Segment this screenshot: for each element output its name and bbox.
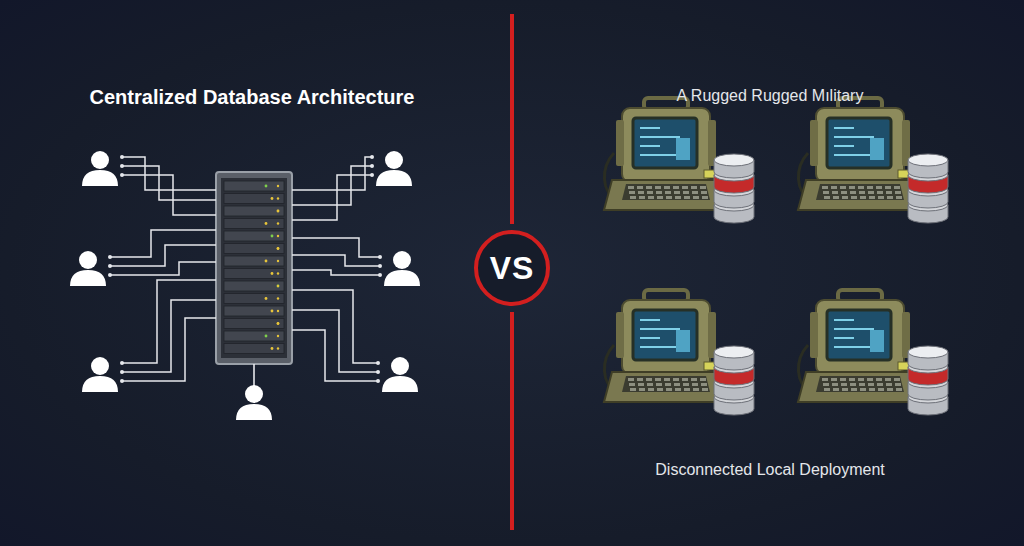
database-icon — [908, 154, 948, 223]
wire — [122, 166, 216, 200]
rugged-computer — [604, 98, 730, 210]
wire — [122, 318, 216, 381]
wire — [292, 330, 378, 381]
wire-end — [376, 379, 380, 383]
vs-badge: VS — [474, 230, 550, 306]
wire-end — [370, 164, 374, 168]
wire — [292, 290, 378, 363]
wire-end — [370, 155, 374, 159]
rugged-computer — [798, 290, 924, 402]
wire-end — [108, 273, 112, 277]
section-label: A Rugged Rugged Mılitary — [677, 87, 864, 105]
wire — [292, 255, 380, 266]
wire-end — [378, 264, 382, 268]
wire-end — [370, 173, 374, 177]
wire — [110, 245, 216, 266]
rugged-computer — [604, 290, 730, 402]
user-icon — [376, 151, 412, 186]
wire-end — [120, 370, 124, 374]
database-icon — [714, 154, 754, 223]
wire — [292, 270, 380, 275]
wire — [292, 175, 372, 220]
server-rack — [216, 172, 292, 364]
wire — [292, 238, 380, 257]
divider-line — [510, 14, 514, 224]
wire-end — [376, 361, 380, 365]
wire — [292, 310, 378, 372]
vs-text: VS — [490, 250, 535, 287]
wire-end — [378, 273, 382, 277]
wire — [292, 166, 372, 205]
wire-end — [108, 264, 112, 268]
wire-end — [378, 255, 382, 259]
user-icon — [70, 251, 106, 286]
wire — [110, 262, 216, 275]
user-icon — [236, 385, 272, 420]
user-icon — [82, 151, 118, 186]
wire-end — [120, 173, 124, 177]
user-icon — [382, 357, 418, 392]
network-wires — [108, 155, 382, 388]
wire — [253, 364, 255, 388]
wire — [122, 300, 216, 372]
wire — [122, 280, 216, 363]
divider-line — [510, 312, 514, 530]
section-heading: Centralized Database Architecture — [90, 86, 415, 109]
user-icon — [82, 357, 118, 392]
database-icon — [714, 346, 754, 415]
wire — [110, 230, 216, 257]
wire — [122, 175, 216, 215]
wire-end — [376, 370, 380, 374]
wire-end — [120, 155, 124, 159]
wire-end — [120, 361, 124, 365]
wire-end — [120, 379, 124, 383]
wire-end — [108, 255, 112, 259]
rugged-computer — [798, 98, 924, 210]
wire-end — [120, 164, 124, 168]
wire — [292, 157, 372, 190]
database-icon — [908, 346, 948, 415]
section-label: Disconnected Local Deployment — [655, 461, 884, 479]
wire — [122, 157, 216, 190]
user-icon — [384, 251, 420, 286]
